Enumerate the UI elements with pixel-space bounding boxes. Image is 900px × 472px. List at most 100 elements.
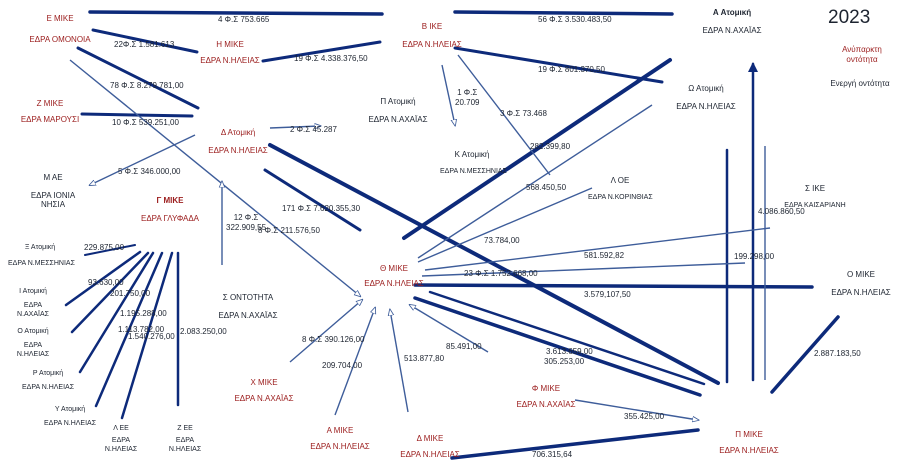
amount-label: 706.315,64 — [532, 450, 573, 459]
arrow-g-y — [94, 251, 164, 408]
entity-name: Ε ΜΙΚΕ — [46, 14, 74, 23]
entity-name: Η ΜΙΚΕ — [216, 40, 244, 49]
arrow-bike-aatom — [453, 10, 674, 16]
amount-label: 19 Φ.Σ 4.338.376,50 — [294, 54, 368, 63]
amount-label: 1.113.782,00 — [118, 325, 165, 334]
amount-label: 513.877,80 — [404, 354, 445, 363]
legend-inactive: Ανύπαρκτη οντότητα — [842, 45, 882, 65]
amount-label: 2 Φ.Σ 45.287 — [290, 125, 337, 134]
arrow-l-theta — [417, 187, 593, 263]
entity-d-mike: Δ ΜΙΚΕ ΕΔΡΑ Ν.ΗΛΕΙΑΣ — [398, 434, 462, 459]
amount-label: 3.613.659,00 — [546, 347, 593, 356]
entity-seat: ΕΔΡΑ Ν.ΑΧΑΪΑΣ — [368, 114, 428, 124]
entity-e-mike-seat: ΕΔΡΑ ΟΜΟΝΟΙΑ — [29, 35, 91, 44]
amount-label: 229.875,00 — [84, 243, 125, 252]
entity-name: Δ Ατομική — [220, 128, 256, 137]
entity-seat: ΕΔΡΑ Ν.ΗΛΕΙΑΣ — [676, 101, 736, 111]
arrow-hmike-right — [261, 40, 382, 63]
amount-label: 1.195.288,00 — [120, 309, 167, 318]
entity-seat: ΕΔΡΑ Ν.ΗΛΕΙΑΣ — [208, 145, 268, 155]
amount-label: 282.399,80 — [530, 142, 571, 151]
arrow-85 — [410, 305, 489, 353]
entity-name: Μ ΑΕ — [43, 173, 63, 182]
entity-seat: ΕΔΡΑ Ν.ΑΧΑΪΑΣ — [17, 302, 49, 318]
entity-pi-mike: Π ΜΙΚΕ ΕΔΡΑ Ν.ΗΛΕΙΑΣ — [716, 430, 782, 455]
entity-seat: ΕΔΡΑ Ν.ΗΛΕΙΑΣ — [719, 445, 779, 455]
arrow-emike-hmike — [91, 28, 199, 54]
arrow-g-i — [64, 250, 142, 307]
entity-name: Ζ ΜΙΚΕ — [36, 99, 64, 108]
arrow-g-r — [78, 251, 155, 374]
amount-label: 3.579,107,50 — [584, 290, 631, 299]
entity-name: Γ ΜΙΚΕ — [156, 196, 184, 205]
entity-name: Π Ατομική — [380, 97, 416, 106]
amount-label: 12 Φ.Σ 322.909,55 — [226, 213, 267, 233]
arrow-2fs — [269, 126, 320, 128]
entity-e-mike: Ε ΜΙΚΕ — [32, 14, 88, 24]
amount-label: 1 Φ.Σ 20.709 — [455, 88, 480, 108]
entity-name: Φ ΜΙΚΕ — [531, 384, 561, 393]
amount-label: 201.750,00 — [110, 289, 151, 298]
entity-name: Δ ΜΙΚΕ — [416, 434, 444, 443]
arrow-pi-a — [402, 58, 672, 240]
entity-name: Ι Ατομική — [19, 288, 47, 295]
arrow-171 — [263, 168, 362, 232]
amount-label: 85.491,00 — [446, 342, 482, 351]
amount-label: 23 Φ.Σ 1.752.668,00 — [464, 269, 538, 278]
amount-label: 355.425,00 — [624, 412, 665, 421]
entity-seat: ΕΔΡΑ Ν.ΗΛΕΙΑΣ — [831, 287, 891, 297]
amount-label: 305.253,00 — [544, 357, 585, 366]
entity-seat: ΕΔΡΑ Ν.ΗΛΕΙΑΣ — [21, 384, 75, 392]
arrow-pi-o — [770, 315, 840, 394]
entity-name: Α Ατομική — [712, 8, 752, 17]
entity-seat: ΕΔΡΑ ΙΟΝΙΑ ΝΗΣΙΑ — [30, 190, 76, 210]
arrow-theta-23 — [421, 262, 746, 277]
amount-label: 1.540.276,00 — [128, 332, 175, 341]
entity-seat: ΕΔΡΑ Ν.ΗΛΕΙΑΣ — [364, 278, 424, 288]
arrow-theta-pi2 — [428, 290, 706, 386]
entity-seat: ΕΔΡΑ Ν.ΗΛΕΙΑΣ — [400, 449, 460, 459]
arrow-e-h — [88, 10, 384, 16]
entity-seat: ΕΔΡΑ Ν.ΑΧΑΪΑΣ — [234, 393, 294, 403]
entity-seat: ΕΔΡΑ Ν.ΜΕΣΣΗΝΙΑΣ — [8, 260, 75, 268]
entity-seat: ΕΔΡΑ ΓΛΥΦΑΔΑ — [140, 213, 199, 223]
amount-label: 8 Φ.Σ 390.126,00 — [302, 335, 365, 344]
arrow-m-ae — [90, 134, 196, 185]
entity-seat: ΕΔΡΑ Ν.ΗΛΕΙΑΣ — [402, 39, 462, 49]
arrow-g-xi — [84, 244, 136, 256]
arrow-theta-s — [424, 227, 771, 271]
entity-seat: ΕΔΡΑ Ν.ΑΧΑΪΑΣ — [218, 310, 278, 320]
year-label: 2023 — [828, 7, 871, 28]
arrow-bike-omega — [453, 46, 664, 84]
dark-arrows — [64, 10, 840, 460]
amount-label: 5 Φ.Σ 346.000,00 — [118, 167, 181, 176]
entity-name: Β ΙΚΕ — [421, 22, 443, 31]
arrow-dmike-pi — [450, 428, 700, 460]
amount-label: 4 Φ.Σ 753.665 — [218, 15, 270, 24]
arrow-bike-k — [457, 54, 551, 176]
arrow-a-mike — [334, 308, 375, 416]
amount-label: 10 Φ.Σ 539.251,00 — [112, 118, 179, 127]
arrow-k-theta — [417, 104, 653, 259]
amount-label: 4.086.860,50 — [758, 207, 805, 216]
entity-name: Π ΜΙΚΕ — [735, 430, 763, 439]
amount-label: 209.704,00 — [322, 361, 363, 370]
entity-name: Ζ ΕΕ — [177, 425, 193, 432]
entity-name: Ρ Ατομική — [32, 370, 64, 377]
amount-label: 3 Φ.Σ 73.468 — [500, 109, 547, 118]
entity-g-mike: Γ ΜΙΚΕ ΕΔΡΑ ΓΛΥΦΑΔΑ — [138, 196, 202, 223]
arrow-513 — [390, 310, 409, 413]
amount-label: 2.887.183,50 — [814, 349, 861, 358]
